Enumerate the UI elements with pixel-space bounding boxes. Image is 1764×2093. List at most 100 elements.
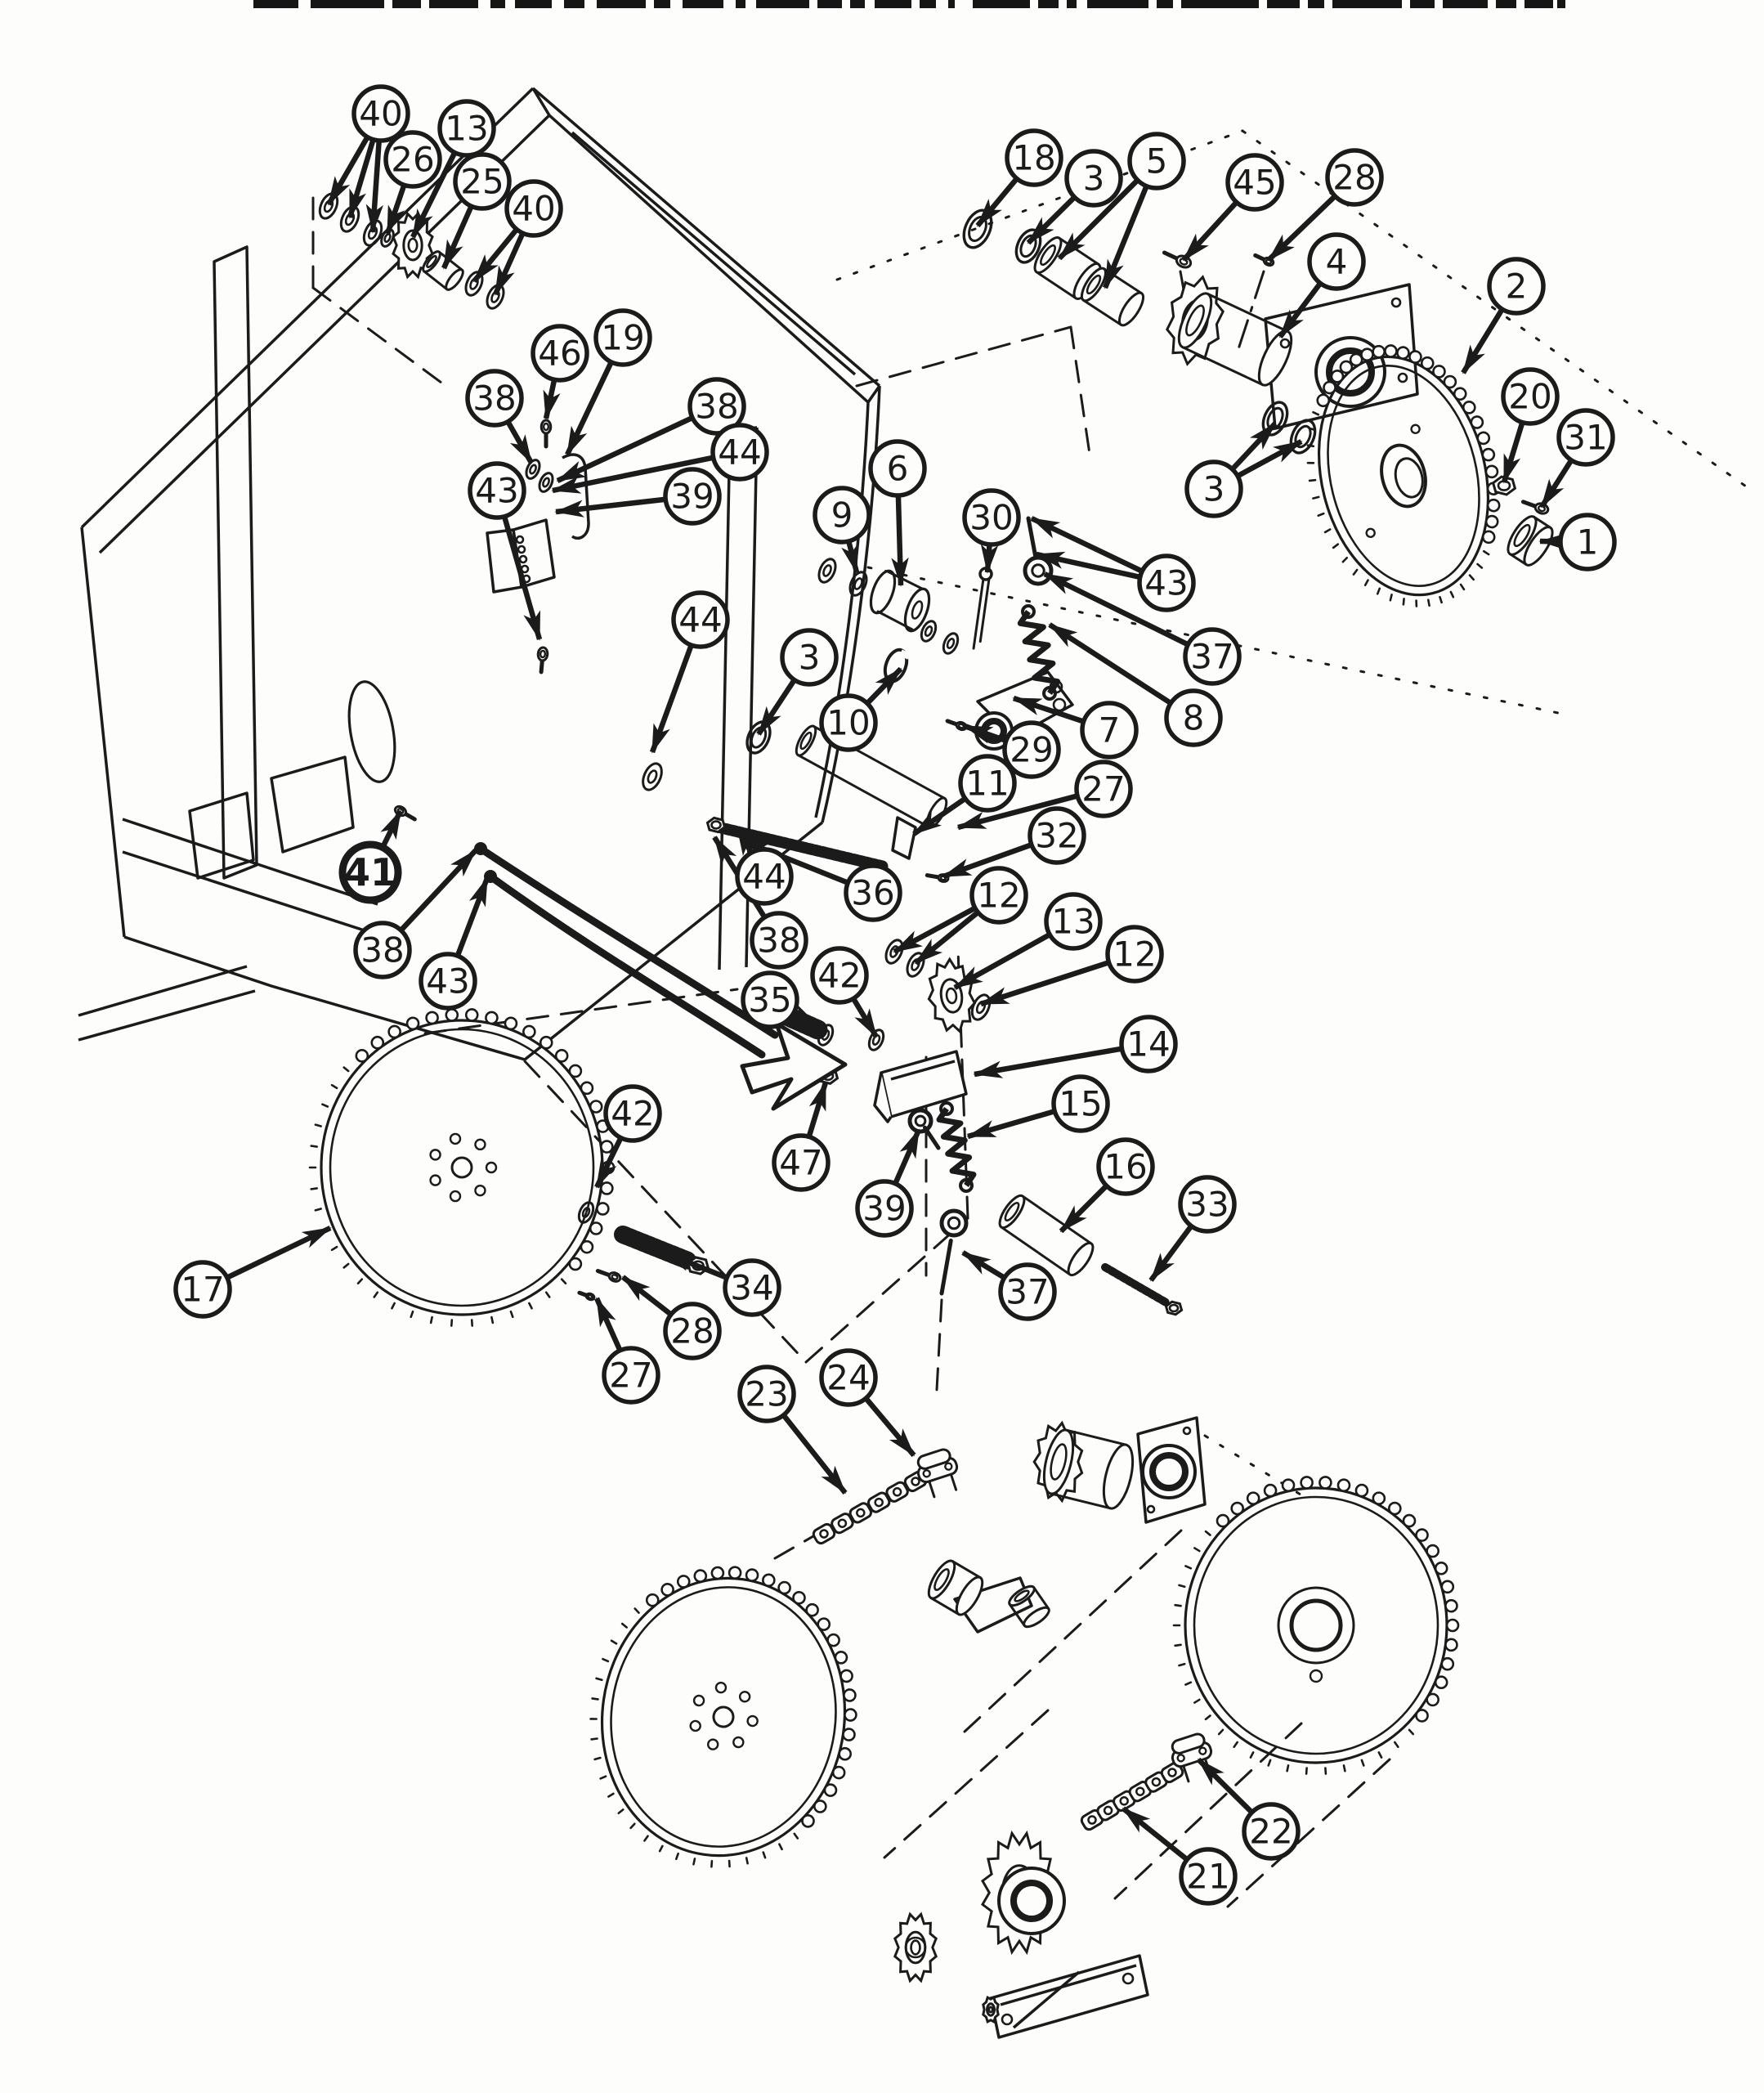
callout-leader [1266, 194, 1337, 262]
callout-circle [593, 308, 652, 367]
chain-disc-wheel [1172, 1476, 1460, 1775]
callout-leader [913, 910, 980, 966]
callout-leader [594, 1136, 624, 1189]
washer [867, 1029, 885, 1051]
callout-leader [865, 666, 903, 706]
callout-circle [998, 1262, 1057, 1321]
callout-balloon: 16 [1096, 1137, 1155, 1196]
callout-leader [963, 723, 1007, 744]
artifact-dash [1067, 0, 1077, 8]
callout-balloon: 43 [468, 461, 526, 520]
callout-circle [671, 590, 730, 649]
callout-circle [741, 970, 799, 1029]
callout-number: 3 [1203, 469, 1225, 509]
callout-number: 38 [695, 387, 738, 427]
callout-leaders [226, 135, 1574, 1862]
callout-leader [594, 1297, 623, 1352]
frame-edge [123, 935, 526, 1061]
callout-number: 23 [745, 1374, 788, 1414]
callout-number: 24 [826, 1358, 870, 1398]
hex-nut [1164, 1300, 1184, 1316]
callout-leader [501, 515, 543, 641]
plates-and-brackets [486, 283, 1419, 2039]
callout-number: 12 [1113, 934, 1156, 975]
callout-balloon: 23 [737, 1365, 796, 1423]
callout-circle [855, 1179, 914, 1238]
callout-number: 6 [887, 449, 909, 489]
roller-chain-segment [1080, 1761, 1184, 1831]
callout-circle [1178, 1175, 1237, 1234]
washer [318, 192, 339, 220]
callout-leader [565, 361, 614, 456]
callout-number: 29 [1010, 730, 1053, 770]
callout-number: 18 [1012, 138, 1055, 178]
callout-number: 38 [472, 379, 516, 419]
callout-number: 1 [1577, 522, 1599, 562]
artifact-dash [1181, 0, 1259, 8]
callout-leader [1035, 551, 1141, 580]
guide-line [1236, 270, 1265, 353]
callout-leader [1181, 200, 1239, 262]
callout-leader [781, 1413, 848, 1495]
callout-number: 13 [1051, 902, 1095, 942]
assembly-flow-arrow [474, 842, 848, 1111]
artifact-dash [1332, 0, 1402, 8]
callout-number: 5 [1146, 141, 1168, 182]
callout-number: 8 [1183, 698, 1205, 738]
callout-leader [973, 1046, 1123, 1078]
callout-number: 22 [1249, 1812, 1292, 1852]
artifact-dash [392, 0, 421, 8]
callout-circle [710, 423, 769, 482]
callout-balloon: 28 [663, 1302, 722, 1360]
bolt [536, 646, 549, 675]
callout-leader [1539, 459, 1574, 509]
callout-leader [942, 842, 1033, 880]
callout-leader [961, 1250, 1006, 1280]
callout-circle [1179, 1847, 1238, 1906]
callout-leader [1230, 421, 1278, 472]
callout-number: 2 [1506, 267, 1528, 307]
callout-leader [347, 138, 376, 219]
callout-number: 31 [1564, 418, 1607, 458]
bracket-outline [873, 1072, 893, 1123]
callout-balloon: 44 [710, 423, 769, 482]
hole [1146, 1504, 1156, 1514]
callout-leader [1148, 1224, 1193, 1282]
callout-number: 4 [1326, 242, 1348, 282]
callout-number: 40 [359, 94, 402, 134]
eyebolt [939, 1208, 969, 1296]
shank-core [1104, 1266, 1169, 1305]
callout-number: 39 [670, 477, 714, 517]
callout-circle [504, 179, 563, 238]
frame-edge [270, 755, 355, 854]
artifact-dash [1157, 0, 1173, 8]
callout-balloon: 39 [855, 1179, 914, 1238]
callout-circle [1044, 892, 1103, 951]
chain-disc-wheel [1306, 344, 1501, 607]
artifact-dash [948, 0, 955, 8]
callout-balloon: 14 [1119, 1015, 1178, 1073]
callout-number: 37 [1190, 637, 1233, 677]
bolt [595, 1268, 622, 1283]
hex-nut [705, 816, 727, 834]
bolt [539, 419, 553, 449]
callout-leader [806, 1081, 829, 1138]
callout-leader [1278, 281, 1323, 338]
callout-number: 42 [817, 956, 861, 996]
callout-balloon: 3 [1064, 149, 1123, 208]
artifact-dash [1308, 0, 1324, 8]
callout-number: 7 [1099, 710, 1121, 751]
callout-circle [1242, 1802, 1301, 1861]
callout-leader [1501, 421, 1525, 484]
flow-arrow-tail [477, 845, 779, 1039]
callout-circle [962, 488, 1021, 547]
artifact-dash [1267, 0, 1300, 8]
callout-circle [468, 461, 526, 520]
connector-link [916, 1448, 959, 1499]
bushing-cylinder [998, 1194, 1095, 1277]
artifact-dash [1496, 0, 1516, 8]
hole [1122, 1972, 1135, 1985]
callout-balloon: 12 [969, 866, 1028, 925]
hole [518, 554, 528, 564]
ring [745, 720, 772, 755]
